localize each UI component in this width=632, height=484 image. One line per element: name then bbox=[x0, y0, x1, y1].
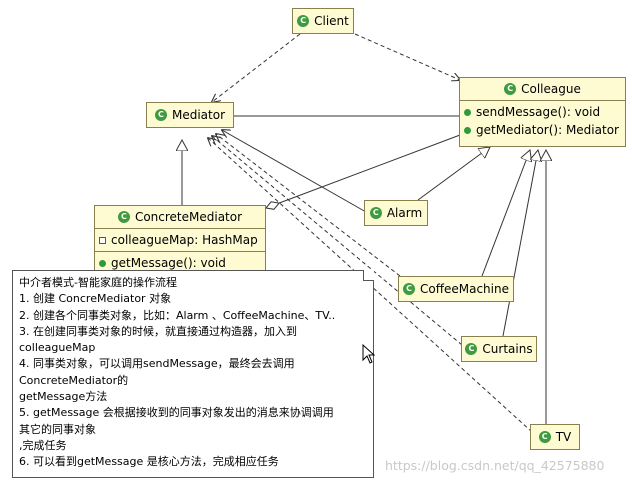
mediator-curtains-line bbox=[212, 136, 463, 346]
method-row: getMessage(): void bbox=[99, 254, 261, 272]
tv-class-name: TV bbox=[555, 430, 572, 444]
client-mediator-dependency bbox=[212, 33, 301, 102]
public-method-icon bbox=[464, 126, 471, 134]
class-icon: C bbox=[117, 211, 130, 223]
note-title: 中介者模式-智能家庭的操作流程 bbox=[19, 276, 177, 289]
note-line: 6. 可以看到getMessage 是核心方法，完成相应任务 bbox=[19, 455, 279, 469]
note-line: 5. getMessage 会根据接收到的同事对象发出的消息来协调调用 bbox=[19, 406, 334, 420]
colleague-methods: sendMessage(): void getMediator(): Media… bbox=[460, 101, 625, 141]
tv-class[interactable]: C TV bbox=[530, 424, 580, 450]
class-icon: C bbox=[538, 431, 551, 443]
class-icon: C bbox=[504, 83, 517, 95]
concrete-mediator-fields: colleagueMap: HashMap bbox=[95, 229, 265, 252]
colleague-method-send-message: sendMessage(): void bbox=[476, 105, 601, 119]
note-line: ,完成任务 bbox=[19, 438, 67, 452]
class-icon: C bbox=[403, 283, 415, 295]
client-colleague-dependency bbox=[354, 33, 460, 80]
concrete-mediator-methods: getMessage(): void bbox=[95, 252, 265, 274]
watermark-text: https://blog.csdn.net/qq_42575880 bbox=[385, 458, 605, 473]
class-icon: C bbox=[154, 109, 167, 121]
note-line: 其它的同事对象 bbox=[19, 422, 96, 436]
note-fold-corner bbox=[363, 270, 374, 281]
concrete-mediator-class-name: ConcreteMediator bbox=[134, 210, 243, 224]
class-icon: C bbox=[297, 15, 310, 27]
note-line: colleagueMap bbox=[19, 341, 96, 355]
client-class-name: Client bbox=[314, 14, 349, 28]
note-line: 3. 在创建同事类对象的时候，就直接通过构造器，加入到 bbox=[19, 324, 297, 338]
mediator-alarm-line bbox=[222, 130, 367, 213]
note-line: 1. 创建 ConcreMediator 对象 bbox=[19, 292, 172, 306]
public-method-icon bbox=[99, 259, 106, 267]
class-icon: C bbox=[369, 207, 382, 219]
mediator-coffeemachine-line bbox=[216, 134, 401, 277]
coffee-machine-class-name: CoffeeMachine bbox=[420, 282, 509, 296]
curtains-class[interactable]: C Curtains bbox=[461, 336, 537, 362]
concretemediator-colleague-aggregation bbox=[265, 134, 461, 210]
note-line: 4. 同事类对象，可以调用sendMessage，最终会去调用 bbox=[19, 357, 295, 371]
class-icon: C bbox=[465, 343, 478, 355]
concrete-mediator-class[interactable]: C ConcreteMediator colleagueMap: HashMap… bbox=[94, 205, 266, 275]
concrete-mediator-method-get-message: getMessage(): void bbox=[111, 256, 226, 270]
colleague-class[interactable]: C Colleague sendMessage(): void getMedia… bbox=[459, 77, 626, 147]
concrete-mediator-field-colleague-map: colleagueMap: HashMap bbox=[111, 233, 258, 247]
public-method-icon bbox=[464, 108, 471, 116]
mediator-class[interactable]: C Mediator bbox=[146, 102, 234, 128]
method-row: getMediator(): Mediator bbox=[464, 121, 621, 139]
method-row: sendMessage(): void bbox=[464, 103, 621, 121]
mouse-cursor-icon bbox=[362, 344, 376, 364]
field-row: colleagueMap: HashMap bbox=[99, 231, 261, 249]
coffee-machine-class[interactable]: C CoffeeMachine bbox=[398, 276, 514, 302]
curtains-generalization bbox=[502, 150, 538, 337]
colleague-class-name: Colleague bbox=[521, 82, 581, 96]
note-line: ConcreteMediator的 bbox=[19, 373, 129, 387]
coffeemachine-generalization bbox=[481, 150, 530, 277]
alarm-generalization bbox=[417, 147, 490, 201]
process-note[interactable]: 中介者模式-智能家庭的操作流程 1. 创建 ConcreMediator 对象 … bbox=[12, 270, 374, 478]
private-field-icon bbox=[99, 236, 106, 244]
note-line: 2. 创建各个同事类对象，比如：Alarm 、CoffeeMachine、TV.… bbox=[19, 308, 336, 322]
alarm-class[interactable]: C Alarm bbox=[364, 200, 428, 226]
curtains-class-name: Curtains bbox=[482, 342, 533, 356]
note-line: getMessage方法 bbox=[19, 390, 108, 404]
alarm-class-name: Alarm bbox=[386, 206, 423, 220]
colleague-method-get-mediator: getMediator(): Mediator bbox=[476, 123, 619, 137]
client-class[interactable]: C Client bbox=[292, 8, 354, 34]
mediator-class-name: Mediator bbox=[171, 108, 226, 122]
